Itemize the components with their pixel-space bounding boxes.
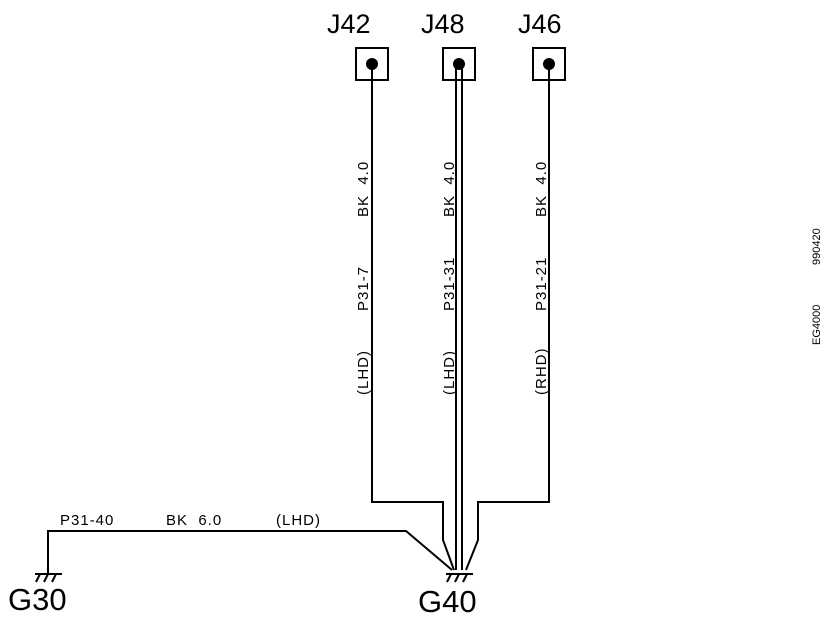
wire-p31-40 (47, 530, 453, 574)
svg-text:(LHD): (LHD) (441, 350, 458, 395)
svg-text:(RHD): (RHD) (533, 348, 550, 396)
ground-label-g40: G40 (418, 584, 477, 619)
wire-p31-21 (465, 64, 550, 571)
svg-text:BK 6.0: BK 6.0 (166, 512, 222, 529)
ground-symbol-g30 (35, 573, 62, 583)
side-code-b: 990420 (811, 228, 823, 265)
ground-label-g30: G30 (8, 582, 67, 617)
wire-label-p31-31: (LHD) P31-31 BK 4.0 (441, 161, 458, 395)
svg-text:P31-31: P31-31 (441, 257, 458, 311)
svg-text:BK 4.0: BK 4.0 (533, 161, 550, 217)
svg-text:BK 4.0: BK 4.0 (441, 161, 458, 217)
svg-text:P31-21: P31-21 (533, 257, 550, 311)
svg-text:(LHD): (LHD) (355, 350, 372, 395)
svg-text:P31-40: P31-40 (60, 512, 114, 529)
wire-p31-7 (371, 64, 455, 571)
wire-label-p31-21: (RHD) P31-21 BK 4.0 (533, 161, 550, 395)
side-code-a: EG4000 (811, 305, 823, 345)
connector-label-j46: J46 (518, 9, 562, 39)
svg-text:(LHD): (LHD) (276, 512, 321, 529)
svg-text:P31-7: P31-7 (355, 266, 372, 311)
wire-label-p31-40: P31-40 BK 6.0 (LHD) (60, 512, 321, 529)
svg-text:BK 4.0: BK 4.0 (355, 161, 372, 217)
connector-label-j42: J42 (327, 9, 371, 39)
ground-symbol-g40 (446, 573, 473, 583)
wire-label-p31-7: (LHD) P31-7 BK 4.0 (355, 161, 372, 395)
connector-label-j48: J48 (421, 9, 465, 39)
connector-j48 (442, 47, 476, 81)
